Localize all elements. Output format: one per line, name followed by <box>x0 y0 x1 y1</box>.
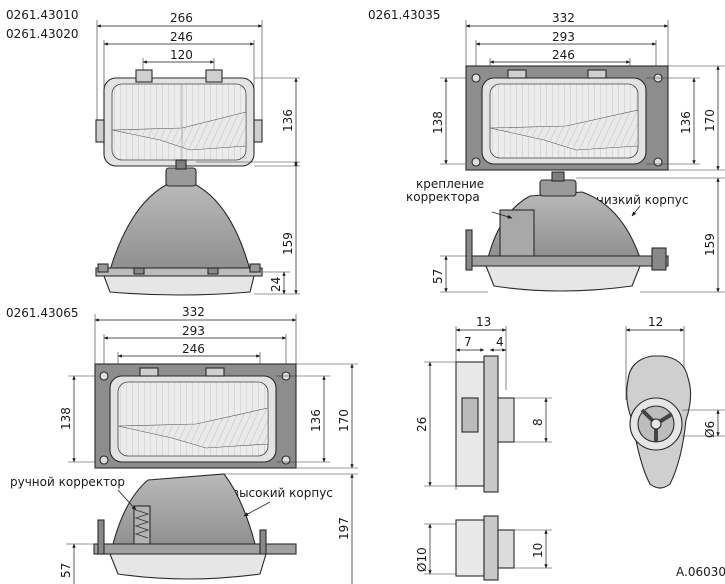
headlamp-a-front-view: 0261.43010 0261.43020 266 246 120 136 <box>6 8 300 167</box>
reference-code: A.06030 <box>676 565 725 579</box>
dim-8: 8 <box>531 418 545 426</box>
dim-12: 12 <box>648 315 663 329</box>
dim-10: 10 <box>531 543 545 558</box>
code-label-c: 0261.43065 <box>6 306 79 320</box>
code-label-a1: 0261.43010 <box>6 8 79 22</box>
label-mount-line1: крепление <box>416 177 484 191</box>
dim-width-266: 266 <box>170 11 193 25</box>
dim-7: 7 <box>464 335 472 349</box>
corrector-detail-knob: 12 Ø6 A.06030 <box>625 315 725 579</box>
dim-depth-57-c: 57 <box>59 563 73 578</box>
label-high-body: высокий корпус <box>232 486 333 500</box>
dim-width-332-c: 332 <box>182 305 205 319</box>
label-low-body: низкий корпус <box>596 193 688 207</box>
dim-height-170-b: 170 <box>703 109 717 132</box>
dim-depth-57-b: 57 <box>431 269 445 284</box>
corrector-detail-bottom: Ø10 10 <box>415 515 552 581</box>
dim-depth-159-b: 159 <box>703 233 717 256</box>
code-label-b: 0261.43035 <box>368 8 441 22</box>
headlamp-a-side-view: 159 24 <box>95 159 300 296</box>
headlamp-c-front-view: 0261.43065 332 293 246 138 136 170 <box>6 305 358 469</box>
dim-height-136: 136 <box>281 109 295 132</box>
dim-height-136-b: 136 <box>679 111 693 134</box>
headlamp-b-side-view: крепление корректора низкий корпус 159 5… <box>406 171 725 293</box>
dim-width-246-b: 246 <box>552 48 575 62</box>
dim-height-170-c: 170 <box>337 409 351 432</box>
corrector-detail-side: 13 7 4 26 8 <box>415 315 552 493</box>
dim-height-138-b: 138 <box>431 111 445 134</box>
label-mount-line2: корректора <box>406 190 480 204</box>
dim-height-138-c: 138 <box>59 407 73 430</box>
headlamp-c-side-view: ручной корректор высокий корпус 197 57 <box>10 473 358 584</box>
dim-13: 13 <box>476 315 491 329</box>
dim-width-293-c: 293 <box>182 324 205 338</box>
dim-width-246-c: 246 <box>182 342 205 356</box>
dim-depth-24: 24 <box>269 277 283 292</box>
dim-width-332-b: 332 <box>552 11 575 25</box>
dim-width-246: 246 <box>170 30 193 44</box>
dim-height-136-c: 136 <box>309 409 323 432</box>
dim-width-293-b: 293 <box>552 30 575 44</box>
dim-depth-159: 159 <box>281 232 295 255</box>
headlamp-b-front-view: 0261.43035 332 293 246 138 136 170 <box>368 8 725 171</box>
dim-depth-197-c: 197 <box>337 517 351 540</box>
dim-d6: Ø6 <box>703 421 717 438</box>
dim-width-120: 120 <box>170 48 193 62</box>
dim-26: 26 <box>415 417 429 432</box>
dim-4: 4 <box>496 335 504 349</box>
label-manual-corrector: ручной корректор <box>10 475 125 489</box>
dim-d10: Ø10 <box>415 547 429 572</box>
code-label-a2: 0261.43020 <box>6 27 79 41</box>
